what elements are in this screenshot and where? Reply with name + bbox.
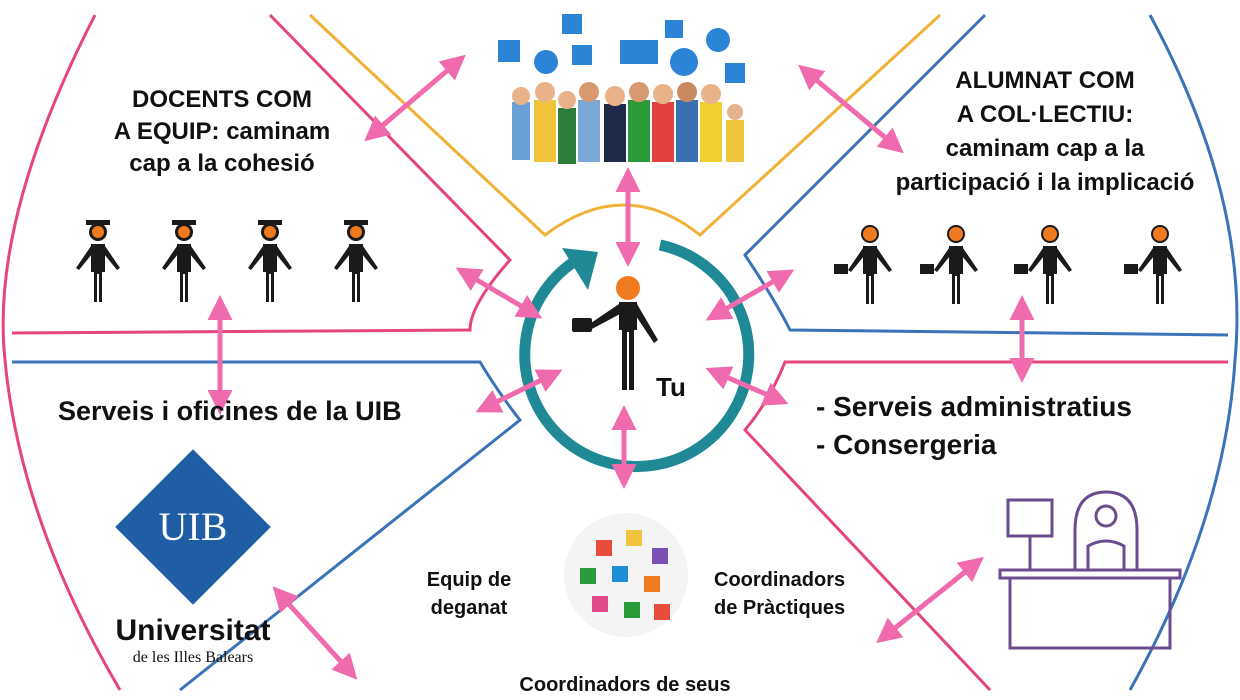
equip-deganat-label: Equip de deganat [404, 566, 534, 622]
docents-line-1: DOCENTS COM [132, 86, 312, 113]
arrow [455, 267, 543, 319]
equip-line-2: deganat [430, 597, 508, 619]
docents-line-3: cap a la cohesió [129, 150, 315, 177]
uib-logo-name: Universitat [115, 614, 270, 647]
serveis-uib-label: Serveis i oficines de la UIB [58, 396, 402, 426]
alumnat-line-1: ALUMNAT COM [955, 67, 1135, 94]
student-figure [920, 225, 978, 304]
center-cycle [519, 239, 755, 472]
alumnat-line-3: caminam cap a la [945, 135, 1145, 162]
center-person-icon [572, 276, 658, 390]
teacher-figure [248, 220, 292, 302]
arrow [798, 64, 904, 154]
coordinadors-practiques-label: Coordinadors de Pràctiques [714, 566, 845, 622]
coord-practiques-line-1: Coordinadors [714, 569, 846, 591]
arrow [705, 366, 789, 406]
outer-arc-right [1128, 14, 1239, 691]
teacher-figure [162, 220, 206, 302]
student-figure [834, 225, 892, 304]
teacher-figure [76, 220, 120, 302]
cycle-ring [519, 239, 755, 472]
connector-arrows [207, 54, 1035, 680]
alumnat-figures [834, 225, 1182, 304]
alumnat-label: ALUMNAT COM A COL·LECTIU: caminam cap a … [860, 64, 1230, 200]
uib-logo-sub: de les Illes Balears [133, 649, 253, 666]
puzzle-icon [564, 513, 688, 637]
briefcase-icon [572, 318, 592, 332]
uib-logo: UIB Universitat de les Illes Balears [115, 449, 271, 666]
arrow [705, 269, 795, 321]
alumnat-line-4: participació i la implicació [895, 169, 1195, 196]
coordinadors-seus-label: Coordinadors de seus [519, 674, 731, 696]
arrow [272, 586, 358, 680]
center-label: Tu [656, 372, 686, 402]
alumnat-line-2: A COL·LECTIU: [956, 101, 1134, 128]
outer-arc-left [1, 14, 122, 691]
crowd-icon [498, 14, 745, 164]
coord-practiques-line-2: de Pràctiques [714, 597, 846, 619]
admin-item-2: - Consergeria [816, 429, 997, 460]
equip-line-1: Equip de [426, 569, 512, 591]
student-figure [1124, 225, 1182, 304]
reception-desk-icon [998, 490, 1182, 650]
docents-figures [76, 220, 378, 302]
docents-line-2: A EQUIP: caminam [113, 118, 331, 145]
uib-logo-mark: UIB [159, 504, 228, 549]
admin-label: - Serveis administratius - Consergeria [816, 388, 1132, 464]
arrow [364, 54, 466, 142]
student-figure [1014, 225, 1072, 304]
teacher-figure [334, 220, 378, 302]
cycle-arrowhead [562, 248, 598, 290]
arrow [876, 556, 984, 644]
docents-label: DOCENTS COM A EQUIP: caminam cap a la co… [72, 84, 372, 180]
admin-item-1: - Serveis administratius [816, 391, 1132, 422]
arrow [475, 369, 563, 413]
